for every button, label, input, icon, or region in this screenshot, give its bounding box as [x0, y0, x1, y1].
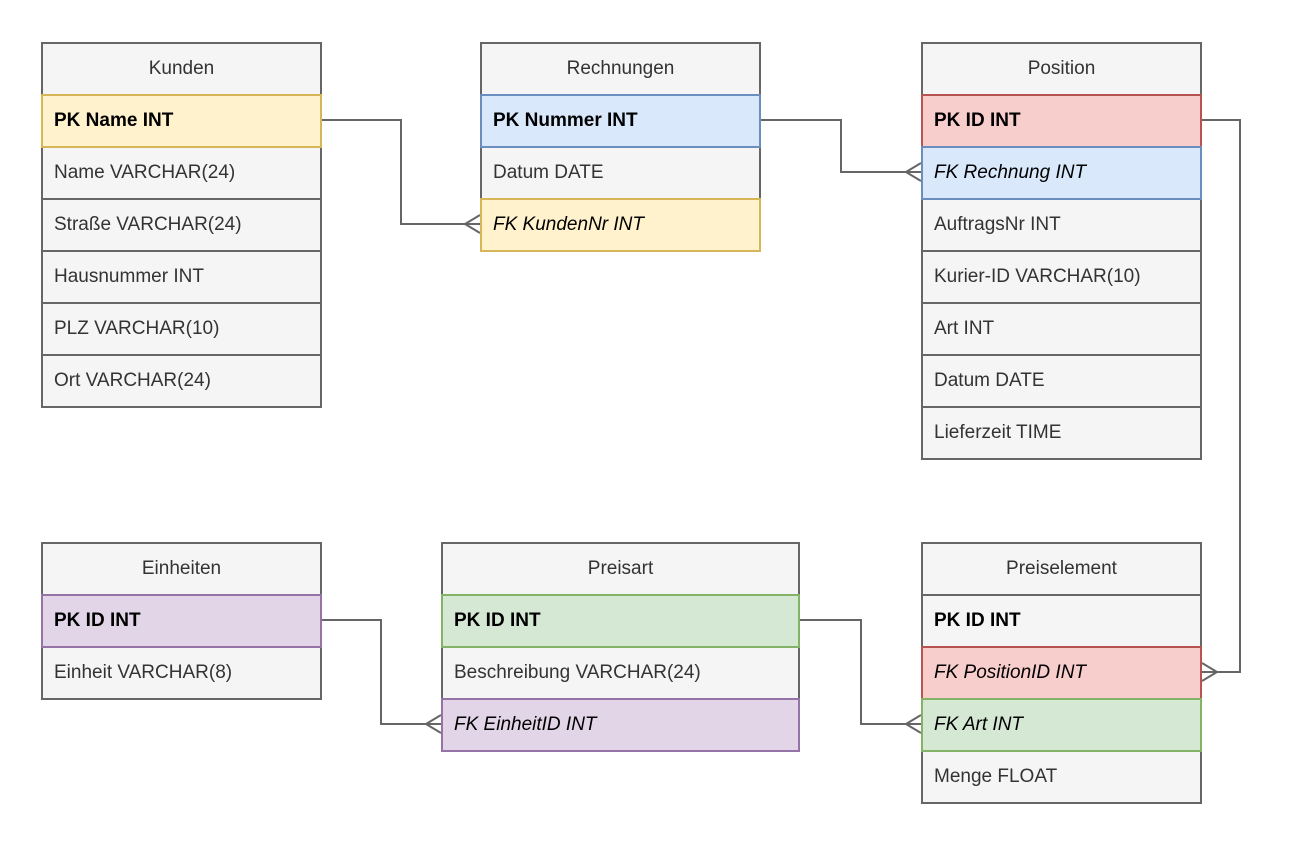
table-title-preisart[interactable]: Preisart — [441, 542, 800, 596]
row-position-datum[interactable]: Datum DATE — [921, 354, 1202, 408]
row-kunden-name[interactable]: Name VARCHAR(24) — [41, 146, 322, 200]
row-position-kurier-id[interactable]: Kurier-ID VARCHAR(10) — [921, 250, 1202, 304]
row-position-pk-id[interactable]: PK ID INT — [921, 94, 1202, 148]
table-preiselement[interactable]: Preiselement PK ID INT FK PositionID INT… — [921, 542, 1202, 804]
row-kunden-pk-name[interactable]: PK Name INT — [41, 94, 322, 148]
row-rechnungen-datum[interactable]: Datum DATE — [480, 146, 761, 200]
connector-rechnungen-position[interactable] — [761, 119, 922, 182]
table-rechnungen[interactable]: Rechnungen PK Nummer INT Datum DATE FK K… — [480, 42, 761, 252]
table-title-kunden[interactable]: Kunden — [41, 42, 322, 96]
row-preisart-beschreibung[interactable]: Beschreibung VARCHAR(24) — [441, 646, 800, 700]
table-title-rechnungen[interactable]: Rechnungen — [480, 42, 761, 96]
connector-position-preiselement[interactable] — [1201, 119, 1241, 682]
row-position-lieferzeit[interactable]: Lieferzeit TIME — [921, 406, 1202, 460]
row-kunden-ort[interactable]: Ort VARCHAR(24) — [41, 354, 322, 408]
row-position-art[interactable]: Art INT — [921, 302, 1202, 356]
table-einheiten[interactable]: Einheiten PK ID INT Einheit VARCHAR(8) — [41, 542, 322, 700]
table-position[interactable]: Position PK ID INT FK Rechnung INT Auftr… — [921, 42, 1202, 460]
row-preiselement-fk-art[interactable]: FK Art INT — [921, 698, 1202, 752]
table-title-einheiten[interactable]: Einheiten — [41, 542, 322, 596]
row-preiselement-menge[interactable]: Menge FLOAT — [921, 750, 1202, 804]
connector-preisart-preiselement[interactable] — [800, 619, 922, 734]
table-title-preiselement[interactable]: Preiselement — [921, 542, 1202, 596]
row-einheiten-pk-id[interactable]: PK ID INT — [41, 594, 322, 648]
row-kunden-plz[interactable]: PLZ VARCHAR(10) — [41, 302, 322, 356]
row-einheiten-einheit[interactable]: Einheit VARCHAR(8) — [41, 646, 322, 700]
row-preisart-fk-einheitid[interactable]: FK EinheitID INT — [441, 698, 800, 752]
connector-einheiten-preisart[interactable] — [322, 619, 442, 734]
table-title-position[interactable]: Position — [921, 42, 1202, 96]
table-kunden[interactable]: Kunden PK Name INT Name VARCHAR(24) Stra… — [41, 42, 322, 408]
connector-kunden-rechnungen[interactable] — [322, 119, 481, 234]
row-rechnungen-pk-nummer[interactable]: PK Nummer INT — [480, 94, 761, 148]
row-rechnungen-fk-kundennr[interactable]: FK KundenNr INT — [480, 198, 761, 252]
row-kunden-strasse[interactable]: Straße VARCHAR(24) — [41, 198, 322, 252]
row-preisart-pk-id[interactable]: PK ID INT — [441, 594, 800, 648]
table-preisart[interactable]: Preisart PK ID INT Beschreibung VARCHAR(… — [441, 542, 800, 752]
row-preiselement-pk-id[interactable]: PK ID INT — [921, 594, 1202, 648]
row-position-auftragsnr[interactable]: AuftragsNr INT — [921, 198, 1202, 252]
row-preiselement-fk-positionid[interactable]: FK PositionID INT — [921, 646, 1202, 700]
row-kunden-hausnummer[interactable]: Hausnummer INT — [41, 250, 322, 304]
row-position-fk-rechnung[interactable]: FK Rechnung INT — [921, 146, 1202, 200]
